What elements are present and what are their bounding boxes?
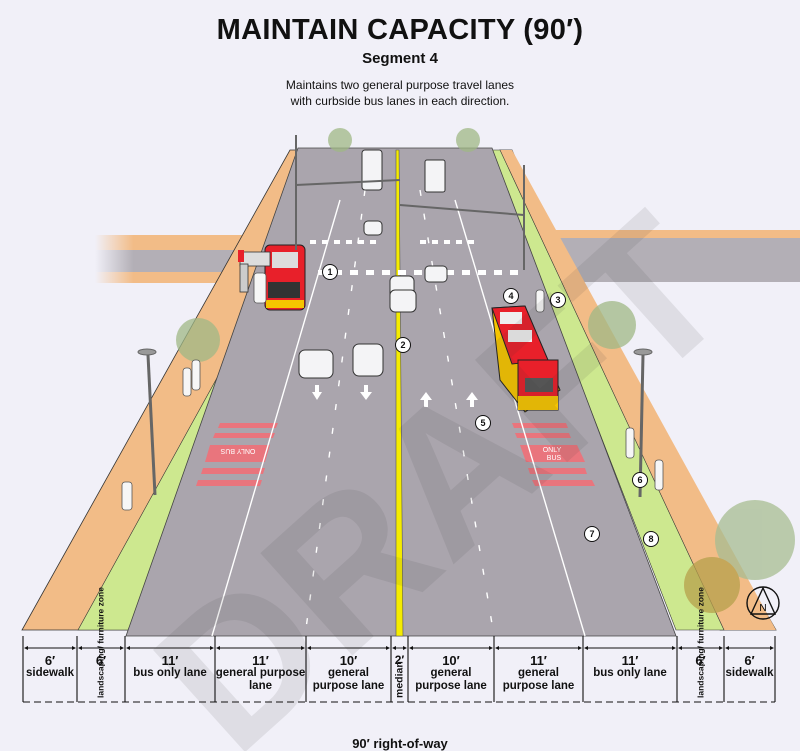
segment-width: 6′ <box>95 653 107 668</box>
segment-label: general purpose lane <box>215 667 306 692</box>
segment-bus-only-lane: 11′bus only lane <box>583 636 677 702</box>
segment-width: 6′ <box>695 653 706 668</box>
segment-label: general purpose lane <box>502 667 575 692</box>
cross-street-right <box>520 230 800 282</box>
bus-left <box>264 244 306 311</box>
segment-width: 6′ <box>44 653 56 668</box>
segment-general-purpose-lane: 11′general purpose lane <box>494 636 583 702</box>
callout-7: 7 <box>584 526 600 542</box>
svg-text:N: N <box>759 603 766 614</box>
description: Maintains two general purpose travel lan… <box>285 78 515 108</box>
segment-label: landscaping/ furniture zone <box>95 587 106 698</box>
page-title: MAINTAIN CAPACITY (90′) <box>216 14 584 46</box>
segment-median: 2′median <box>391 636 408 702</box>
segment-general-purpose-lane: 10′general purpose lane <box>408 636 494 702</box>
segment-label: bus only lane <box>133 667 207 679</box>
cars <box>298 149 448 379</box>
segment-width: 6′ <box>744 653 755 668</box>
segment-label: general purpose lane <box>415 667 487 692</box>
segment-sidewalk: 6′sidewalk <box>724 636 775 702</box>
segment-width: 2′ <box>394 653 405 667</box>
segment-width: 11′ <box>161 653 179 668</box>
segment-width: 11′ <box>530 653 547 668</box>
lane-arrows <box>312 385 478 407</box>
segment-sidewalk: 6′sidewalk <box>23 636 77 702</box>
callout-3: 3 <box>550 292 566 308</box>
segment-bus-only-lane: 11′bus only lane <box>125 636 215 702</box>
segment-landscaping-furniture-zone: 6′landscaping/ furniture zone <box>77 587 125 702</box>
callout-1: 1 <box>322 264 338 280</box>
pedestrians <box>121 272 664 511</box>
page-subtitle: Segment 4 <box>362 50 438 67</box>
segment-label: landscaping/ furniture zone <box>695 587 705 698</box>
right-bus-lane-marking <box>512 423 595 486</box>
north-arrow-icon: N <box>746 586 780 620</box>
segment-width: 11′ <box>252 653 269 668</box>
bus-only-text-left: ONLY BUS <box>220 447 255 454</box>
segment-label: sidewalk <box>725 667 774 679</box>
trees <box>176 128 795 613</box>
segment-general-purpose-lane: 11′general purpose lane <box>215 636 306 702</box>
bus-shelter <box>238 250 271 293</box>
callout-2: 2 <box>395 337 411 353</box>
callout-6: 6 <box>632 472 648 488</box>
segment-width: 10′ <box>442 653 460 668</box>
median <box>395 149 404 637</box>
callout-4: 4 <box>503 288 519 304</box>
segment-width: 10′ <box>339 653 358 668</box>
dimension-lines <box>22 636 776 703</box>
segment-label: sidewalk <box>26 667 74 679</box>
callout-8: 8 <box>643 531 659 547</box>
segment-general-purpose-lane: 10′general purpose lane <box>306 636 391 702</box>
right-of-way-label: 90′ right-of-way <box>352 736 448 751</box>
segment-label: general purpose lane <box>312 667 385 692</box>
segment-landscaping-furniture-zone: 6′landscaping/ furniture zone <box>677 587 724 702</box>
segment-label: median <box>393 661 405 698</box>
right-landscaping-strip <box>489 149 725 631</box>
svg-text:BUS: BUS <box>547 455 562 462</box>
bus-only-text-right: ONLY <box>543 447 562 454</box>
bus-right <box>491 305 561 413</box>
callout-5: 5 <box>475 415 491 431</box>
segment-width: 11′ <box>621 653 639 668</box>
segment-label: bus only lane <box>593 667 667 679</box>
left-bus-lane-marking <box>196 423 278 486</box>
